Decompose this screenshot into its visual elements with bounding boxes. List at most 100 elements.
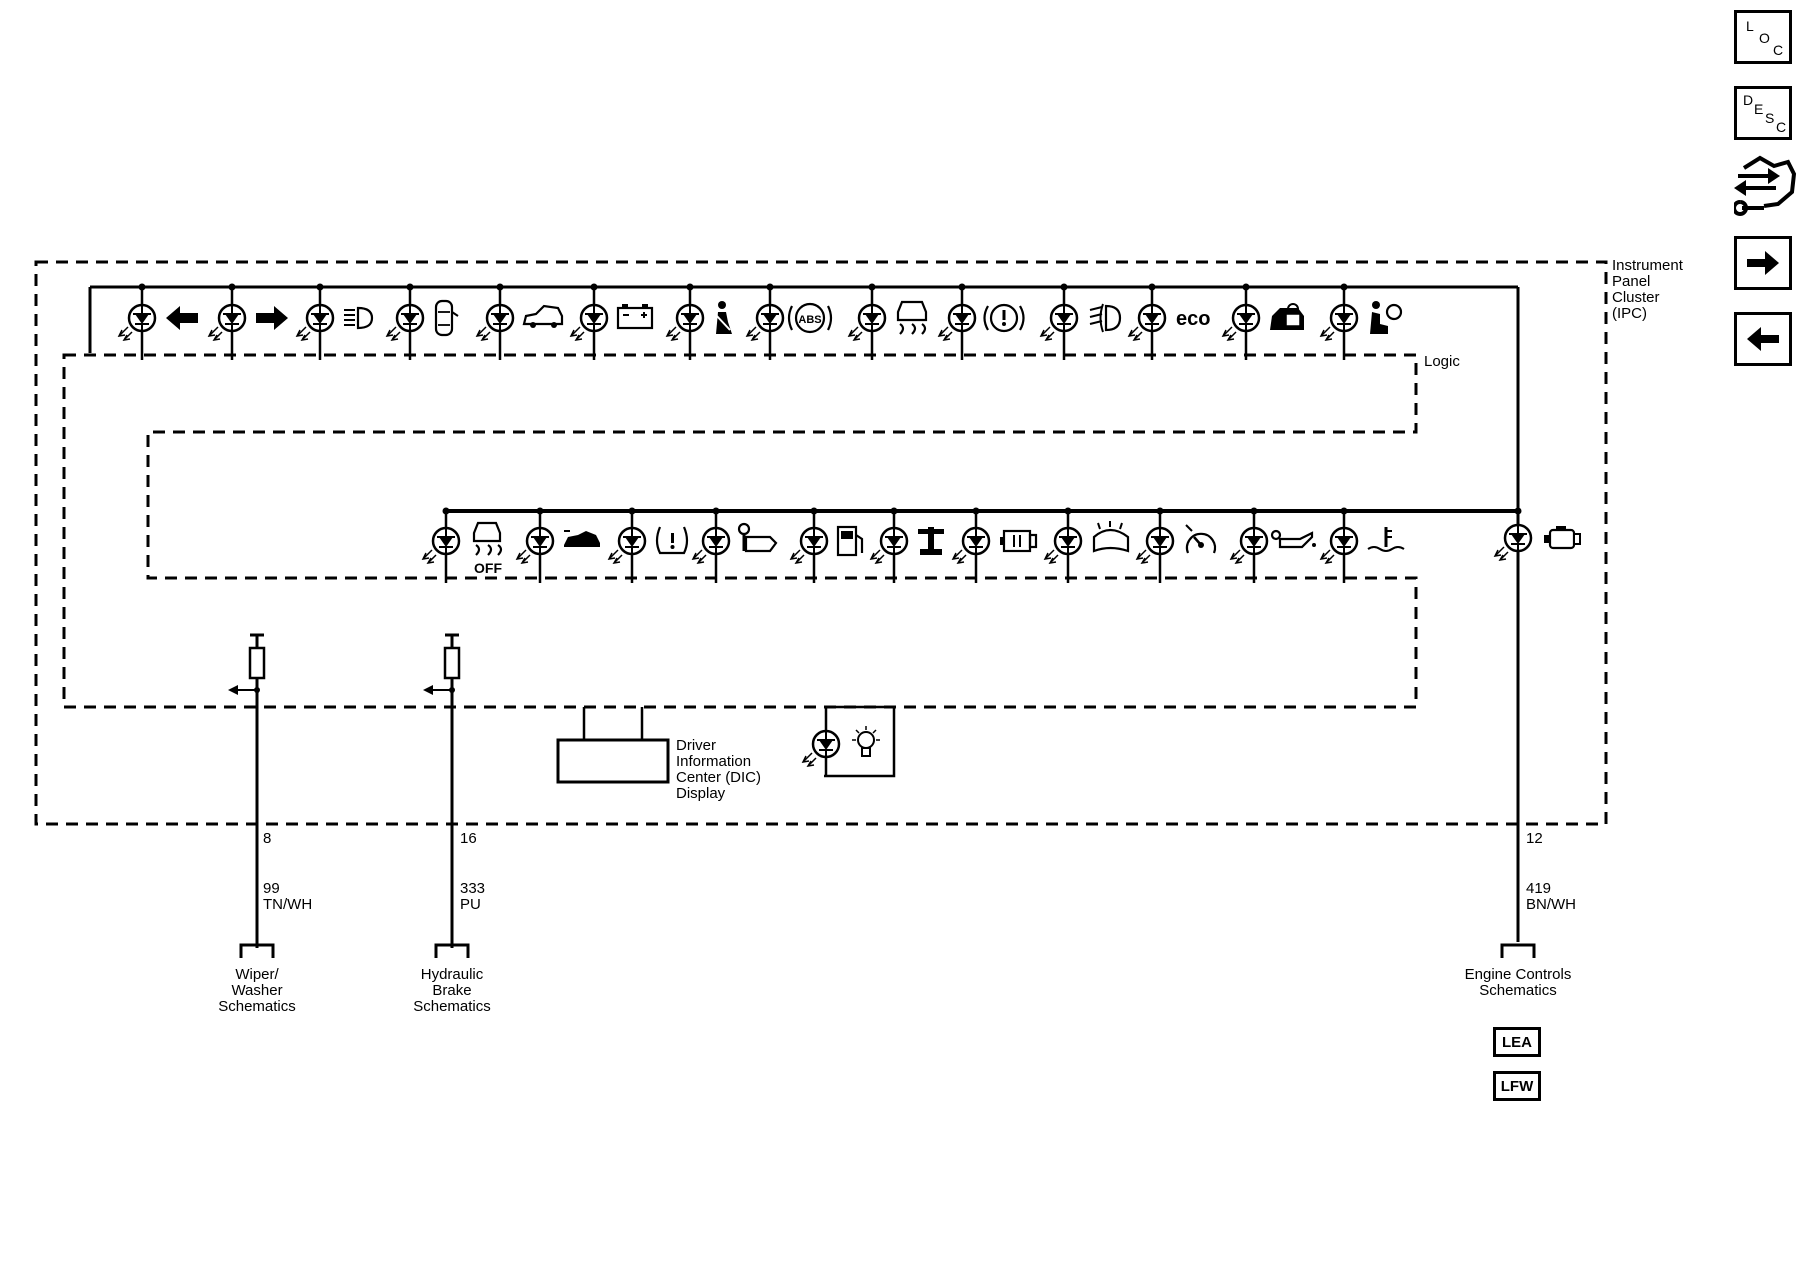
indicator: ABS (745, 283, 833, 360)
led-symbol (475, 303, 515, 342)
wire-color: BN/WH (1526, 896, 1576, 913)
dic-label-line-4: Display (676, 785, 726, 802)
indicator (869, 507, 944, 583)
engine-schematics-link-line-2[interactable]: Schematics (1479, 982, 1557, 999)
connector-info-icon (1732, 155, 1797, 216)
loc-letter: L (1746, 18, 1754, 34)
indicator (951, 507, 1038, 583)
led-symbol (1229, 526, 1269, 565)
splice-dot (1340, 507, 1348, 515)
ipc-title-line-1: Instrument (1612, 257, 1684, 274)
front-fog-lamp-icon (1089, 303, 1122, 333)
splice-dot (890, 507, 898, 515)
battery-icon (616, 304, 654, 330)
top-indicator-row: ABS eco (117, 283, 1403, 360)
desc-letter: C (1776, 119, 1787, 135)
indicator (1135, 507, 1217, 583)
led-symbol (421, 526, 461, 565)
service-oil-icon (737, 522, 778, 553)
indicator (475, 283, 564, 360)
dic-display (556, 707, 670, 784)
indicator (789, 507, 864, 583)
engine-schematics-link-line-1[interactable]: Engine Controls (1465, 966, 1572, 983)
svg-text:OFF: OFF (474, 560, 502, 576)
wiper-schematics-link-line-1[interactable]: Wiper/ (235, 966, 279, 983)
indicator (569, 283, 654, 360)
check-engine-icon (1544, 526, 1581, 550)
tow-haul-icon (918, 527, 944, 555)
splice-dot (1148, 283, 1156, 291)
led-symbol (607, 526, 647, 565)
wiper-schematics-link-line-2[interactable]: Washer (231, 982, 282, 999)
connector-info-button[interactable] (1732, 154, 1798, 220)
circuit-number: 333 (460, 880, 485, 897)
left-turn-arrow-icon (166, 306, 198, 330)
desc-button[interactable]: D E S C (1734, 86, 1792, 140)
arrow-right-icon (1747, 251, 1779, 275)
circuit-number: 419 (1526, 880, 1551, 897)
splice-dot (496, 283, 504, 291)
led-symbol (1127, 303, 1167, 342)
brake-schematic-connector (434, 943, 470, 958)
wire-color: PU (460, 896, 481, 913)
washer-fluid-icon (1092, 521, 1130, 553)
fuel-icon (836, 525, 864, 557)
brake-schematics-link-line-1[interactable]: Hydraulic (421, 966, 484, 983)
splice-dot (536, 507, 544, 515)
wire-color: TN/WH (263, 896, 312, 913)
led-symbol (1135, 526, 1175, 565)
splice-dot (1156, 507, 1164, 515)
indicator (1039, 283, 1122, 360)
coolant-temp-icon (1367, 527, 1405, 552)
splice-dot (958, 283, 966, 291)
door-ajar-icon (434, 299, 459, 337)
desc-letter: E (1754, 101, 1764, 117)
option-code-lea[interactable]: LEA (1493, 1027, 1541, 1057)
top-bus (88, 285, 1520, 942)
splice-dot (442, 507, 450, 515)
led-symbol (1039, 303, 1079, 342)
dic-label-line-2: Information (676, 753, 751, 770)
brake-warning-icon (983, 303, 1025, 333)
splice-dot (766, 283, 774, 291)
splice-dot (686, 283, 694, 291)
airbag-icon (1370, 301, 1403, 334)
wiper-schematics-link-line-3[interactable]: Schematics (218, 998, 296, 1015)
security-icon (1270, 303, 1304, 330)
indicator: OFF (421, 507, 502, 583)
led-symbol (1043, 526, 1083, 565)
led-symbol (295, 303, 335, 342)
desc-letter: S (1765, 110, 1775, 126)
wiper-schematic-connector (239, 943, 275, 958)
oil-pressure-icon (1270, 529, 1316, 549)
ipc-title-line-4: (IPC) (1612, 305, 1647, 322)
led-symbol (745, 303, 785, 342)
indicator (385, 283, 459, 360)
circuit-number: 99 (263, 880, 280, 897)
bulb-icon (852, 726, 880, 757)
next-page-button[interactable] (1734, 236, 1792, 290)
engine-power-icon (1000, 529, 1038, 553)
engine-schematic-connector (1500, 943, 1536, 958)
indicator (117, 283, 198, 360)
indicator (1319, 283, 1403, 360)
abs-icon: ABS (787, 302, 833, 334)
led-symbol (691, 526, 731, 565)
indicator (937, 283, 1025, 360)
led-symbol (869, 526, 909, 565)
svg-text:eco: eco (1176, 308, 1210, 330)
ipc-title-line-2: Panel (1612, 273, 1650, 290)
splice-dot (628, 507, 636, 515)
loc-button[interactable]: L O C (1734, 10, 1792, 64)
brake-schematics-link-line-2[interactable]: Brake (432, 982, 471, 999)
option-code-lfw[interactable]: LFW (1493, 1071, 1541, 1101)
right-turn-arrow-icon (256, 306, 288, 330)
wiper-input-circuit (228, 633, 266, 948)
indicator (515, 507, 600, 583)
loc-letter: O (1759, 30, 1770, 46)
brake-schematics-link-line-3[interactable]: Schematics (413, 998, 491, 1015)
prev-page-button[interactable] (1734, 312, 1792, 366)
splice-dot (316, 283, 324, 291)
brake-input-circuit (423, 633, 461, 948)
